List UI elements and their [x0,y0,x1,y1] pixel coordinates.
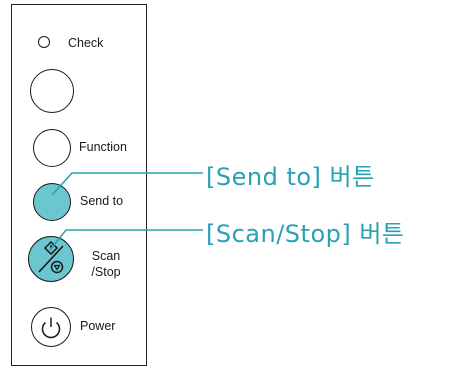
unlabeled-button[interactable] [30,69,74,113]
send-to-button[interactable] [33,183,71,221]
scan-stop-callout: [Scan/Stop] 버튼 [206,220,405,248]
check-label: Check [68,36,104,50]
check-indicator-led [38,36,50,48]
scan-stop-button[interactable] [28,236,74,282]
send-to-label: Send to [80,194,124,208]
power-label: Power [80,319,116,333]
send-to-callout: [Send to] 버튼 [206,163,375,191]
power-icon [41,317,60,338]
scan-label-line1: Scan [91,249,121,263]
function-button[interactable] [33,129,71,167]
function-label: Function [79,140,127,154]
scan-label-line2: /Stop [91,265,121,279]
scan-stop-icon [37,240,64,273]
power-button[interactable] [31,307,71,347]
scan-stop-label: Scan /Stop [84,248,128,280]
